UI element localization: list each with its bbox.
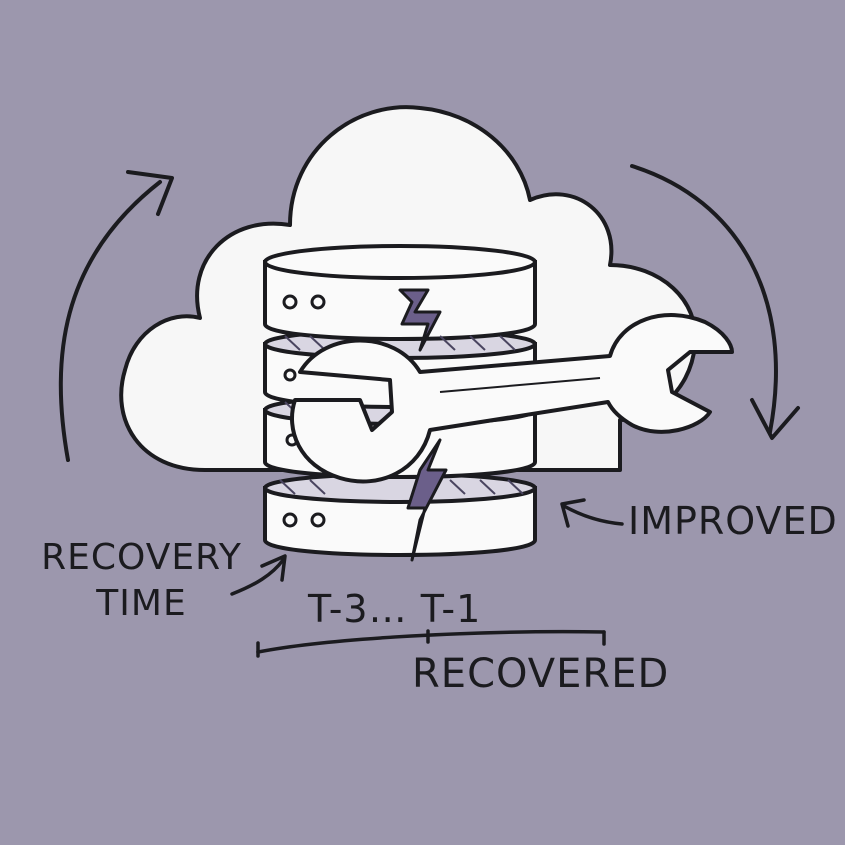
recovery-time-line1: RECOVERY xyxy=(41,537,242,578)
wrench-icon xyxy=(290,313,734,484)
left-cycle-arrow-icon xyxy=(58,170,174,462)
recovery-time-label: RECOVERY TIME xyxy=(34,535,249,627)
lightning-crack-icon xyxy=(398,288,442,352)
lower-crack-icon xyxy=(406,438,448,562)
timeline-label: T-3… T-1 xyxy=(308,587,482,631)
improved-label: IMPROVED xyxy=(628,499,838,543)
right-cycle-arrow-icon xyxy=(630,164,800,440)
recovery-time-line2: TIME xyxy=(96,583,187,624)
recovered-label: RECOVERED xyxy=(412,651,670,697)
improved-pointer-arrow-icon xyxy=(560,498,624,528)
timeline-bracket-icon xyxy=(256,629,606,658)
recovery-time-pointer-arrow-icon xyxy=(230,554,287,596)
